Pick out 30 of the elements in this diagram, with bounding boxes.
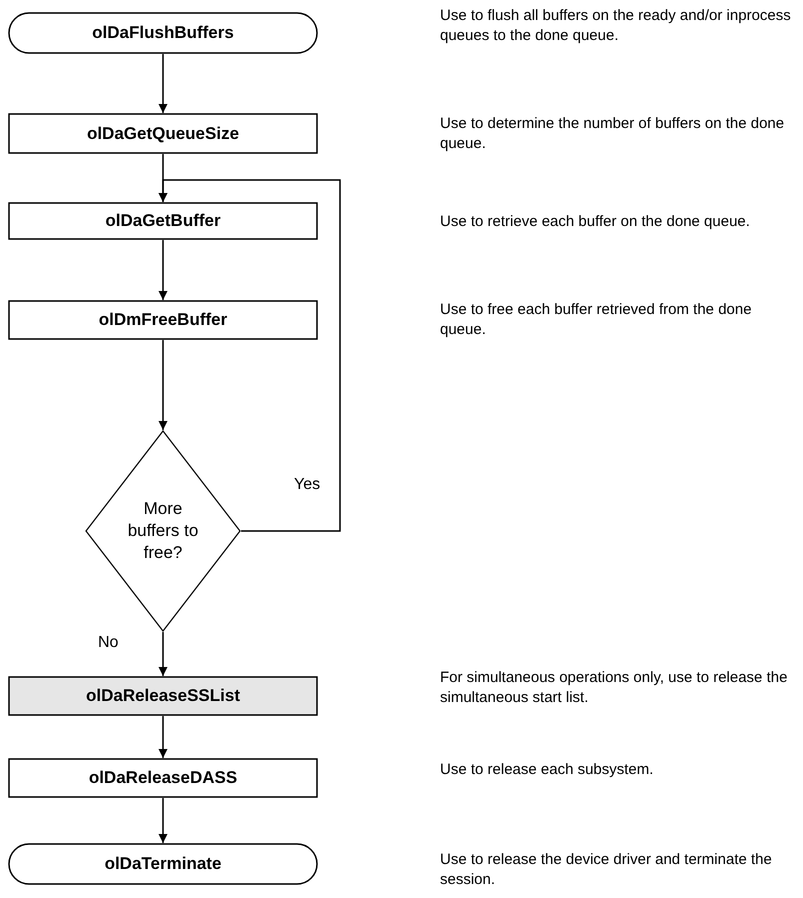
description-text: Use to free each buffer retrieved from the done queue. xyxy=(440,300,753,339)
function-name: olDaReleaseDASS xyxy=(88,768,238,788)
decision-diamond xyxy=(85,430,241,632)
description-text: Use to determine the number of buffers on the done queue. xyxy=(440,114,786,153)
terminator-shape xyxy=(8,12,318,54)
process-box xyxy=(8,113,318,154)
function-name: olDaTerminate xyxy=(104,854,222,874)
arrow xyxy=(158,798,168,843)
description-text: Use to release the device driver and terminate the session. xyxy=(440,850,773,889)
arrow xyxy=(158,179,341,532)
description-text: For simultaneous operations only, use to release the simultaneous start list. xyxy=(440,668,788,707)
process-box xyxy=(8,676,318,716)
terminator-shape xyxy=(8,843,318,885)
process-box xyxy=(8,758,318,798)
arrow xyxy=(158,340,168,430)
function-name: olDaReleaseSSList xyxy=(86,686,240,706)
description-text: Use to retrieve each buffer on the done queue. xyxy=(440,212,751,232)
arrow xyxy=(158,240,168,300)
description-text: Use to flush all buffers on the ready and/or inprocess queues to the done queue. xyxy=(440,6,792,45)
decision-text: More buffers to free? xyxy=(126,498,200,564)
function-name: olDmFreeBuffer xyxy=(98,310,228,330)
function-name: olDaFlushBuffers xyxy=(92,23,234,43)
description-text: Use to release each subsystem. xyxy=(440,760,654,780)
arrow xyxy=(158,716,168,758)
arrow xyxy=(158,54,168,113)
function-name: olDaGetBuffer xyxy=(105,211,221,231)
arrow xyxy=(158,632,168,676)
process-box xyxy=(8,202,318,240)
function-name: olDaGetQueueSize xyxy=(86,124,240,144)
process-box xyxy=(8,300,318,340)
